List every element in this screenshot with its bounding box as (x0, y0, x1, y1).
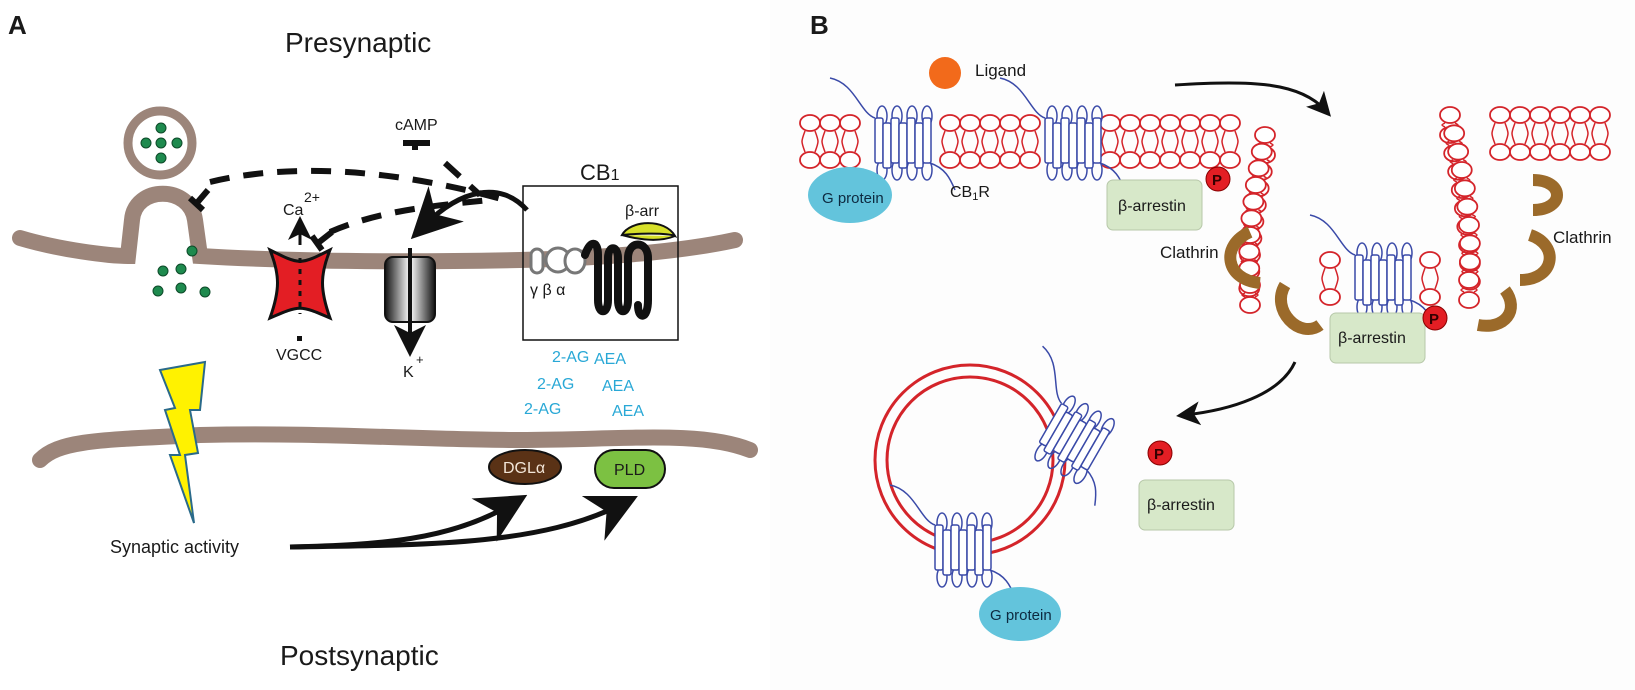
ligand-2ag: 2-AG (552, 349, 589, 366)
panel-a: A Presynaptic Postsynaptic (8, 10, 758, 671)
clathrin-pit (1238, 106, 1611, 314)
lipid-molecule (1019, 114, 1041, 169)
panel-b-label: B (810, 10, 829, 40)
phospho-icon (1422, 305, 1448, 331)
beta-arrestin-label: β-arrestin (1118, 198, 1186, 215)
endosome-receptors (889, 345, 1115, 598)
cb1-receptor-icon (581, 239, 652, 320)
cb1-to-k-arrow (410, 186, 529, 240)
g-protein-subunits-icon (529, 246, 587, 275)
receptor-icon (889, 484, 1016, 598)
lipid-molecule (1529, 106, 1551, 161)
inhibition-bars (187, 140, 430, 252)
lipid-molecule (1099, 114, 1121, 169)
phospho-icon (1205, 166, 1231, 192)
lipid-molecule (999, 114, 1021, 169)
vgcc-channel-icon (267, 246, 333, 341)
cb1-box (522, 185, 679, 341)
dgla-enzyme (488, 449, 562, 485)
activity-to-pld-arrow (289, 496, 638, 550)
lipid-molecule (1119, 114, 1141, 169)
beta-arrestin-label: β-arrestin (1338, 330, 1406, 347)
synaptic-vesicle (123, 106, 197, 180)
pld-enzyme (594, 449, 666, 489)
lipid-molecule (839, 114, 861, 169)
ligand-aea: AEA (612, 403, 644, 420)
lipid-molecule (1159, 114, 1181, 169)
beta-arr-icon (620, 222, 678, 241)
released-neurotransmitter (152, 245, 211, 298)
k-charge: + (416, 352, 424, 367)
g-protein-top (808, 167, 892, 223)
postsynaptic-title: Postsynaptic (280, 640, 439, 671)
ligand-2ag: 2-AG (537, 376, 574, 393)
beta-arrestin-label: β-arrestin (1147, 497, 1215, 514)
camp-label: cAMP (395, 117, 438, 134)
clathrin-coats (1224, 174, 1563, 335)
receptor-icon (1309, 214, 1436, 328)
receptor-icon (999, 77, 1126, 191)
lipid-bilayer (799, 114, 1241, 169)
ligand-label: Ligand (975, 61, 1026, 80)
ligand-aea: AEA (594, 351, 626, 368)
receptor-icon (829, 77, 956, 191)
clathrin-label-right: Clathrin (1553, 228, 1612, 247)
beta-arr-label: β-arr (625, 203, 660, 220)
phospho-label: P (1429, 311, 1439, 328)
phospho-icon (1147, 440, 1173, 466)
cb1-label: CB1 (580, 160, 620, 185)
phospho-label: P (1212, 172, 1222, 189)
ligand-2ag: 2-AG (524, 401, 561, 418)
clathrin-label-left: Clathrin (1160, 243, 1219, 262)
ligand-icon (929, 57, 961, 89)
lipid-molecule (1319, 251, 1341, 306)
lipid-molecule (799, 114, 821, 169)
lipid-molecule (1509, 106, 1531, 161)
beta-arrestin-endosome (1138, 479, 1235, 531)
receptors (829, 77, 1436, 328)
lipid-molecule (1199, 114, 1221, 169)
internalization-arrow-2 (1176, 361, 1297, 426)
postsynaptic-membrane (32, 426, 758, 468)
ca-charge: 2+ (304, 189, 320, 205)
lipid-molecule (819, 114, 841, 169)
internalization-arrow-1 (1174, 81, 1332, 117)
g-protein-endosome (979, 587, 1061, 641)
g-protein-label: G protein (990, 607, 1052, 624)
lipid-molecule (1589, 106, 1611, 161)
vgcc-label: VGCC (276, 347, 322, 364)
panel-a-label: A (8, 10, 27, 40)
beta-arrestin-pit (1329, 312, 1426, 364)
beta-arrestin-top (1106, 179, 1203, 231)
dgla-label: DGLα (503, 460, 545, 477)
pld-label: PLD (614, 462, 645, 479)
lightning-icon (158, 360, 207, 524)
lipid-molecule (1549, 106, 1571, 161)
g-protein-label: G protein (822, 190, 884, 207)
lipid-molecule (1489, 106, 1511, 161)
lipid-molecule (1179, 114, 1201, 169)
lipid-molecule (1139, 114, 1161, 169)
g-subunit-label: γ β α (530, 282, 565, 299)
ca-label: Ca (283, 202, 304, 219)
presynaptic-title: Presynaptic (285, 27, 431, 58)
panel-b: B Ligand CB1R G protein β-arrestin P Cla… (799, 10, 1612, 641)
receptor-icon (1034, 345, 1115, 506)
lipid-molecule (1219, 114, 1241, 169)
lipid-molecule (1458, 271, 1480, 309)
phospho-label: P (1154, 446, 1164, 463)
cb1r-label: CB1R (950, 184, 990, 203)
lipid-molecule (939, 114, 961, 169)
k-label: K (403, 364, 414, 381)
synaptic-activity-label: Synaptic activity (110, 537, 239, 557)
ligand-aea: AEA (602, 378, 634, 395)
lipid-molecule (979, 114, 1001, 169)
lipid-molecule (1569, 106, 1591, 161)
lipid-molecule (1419, 251, 1441, 306)
lipid-molecule (959, 114, 981, 169)
